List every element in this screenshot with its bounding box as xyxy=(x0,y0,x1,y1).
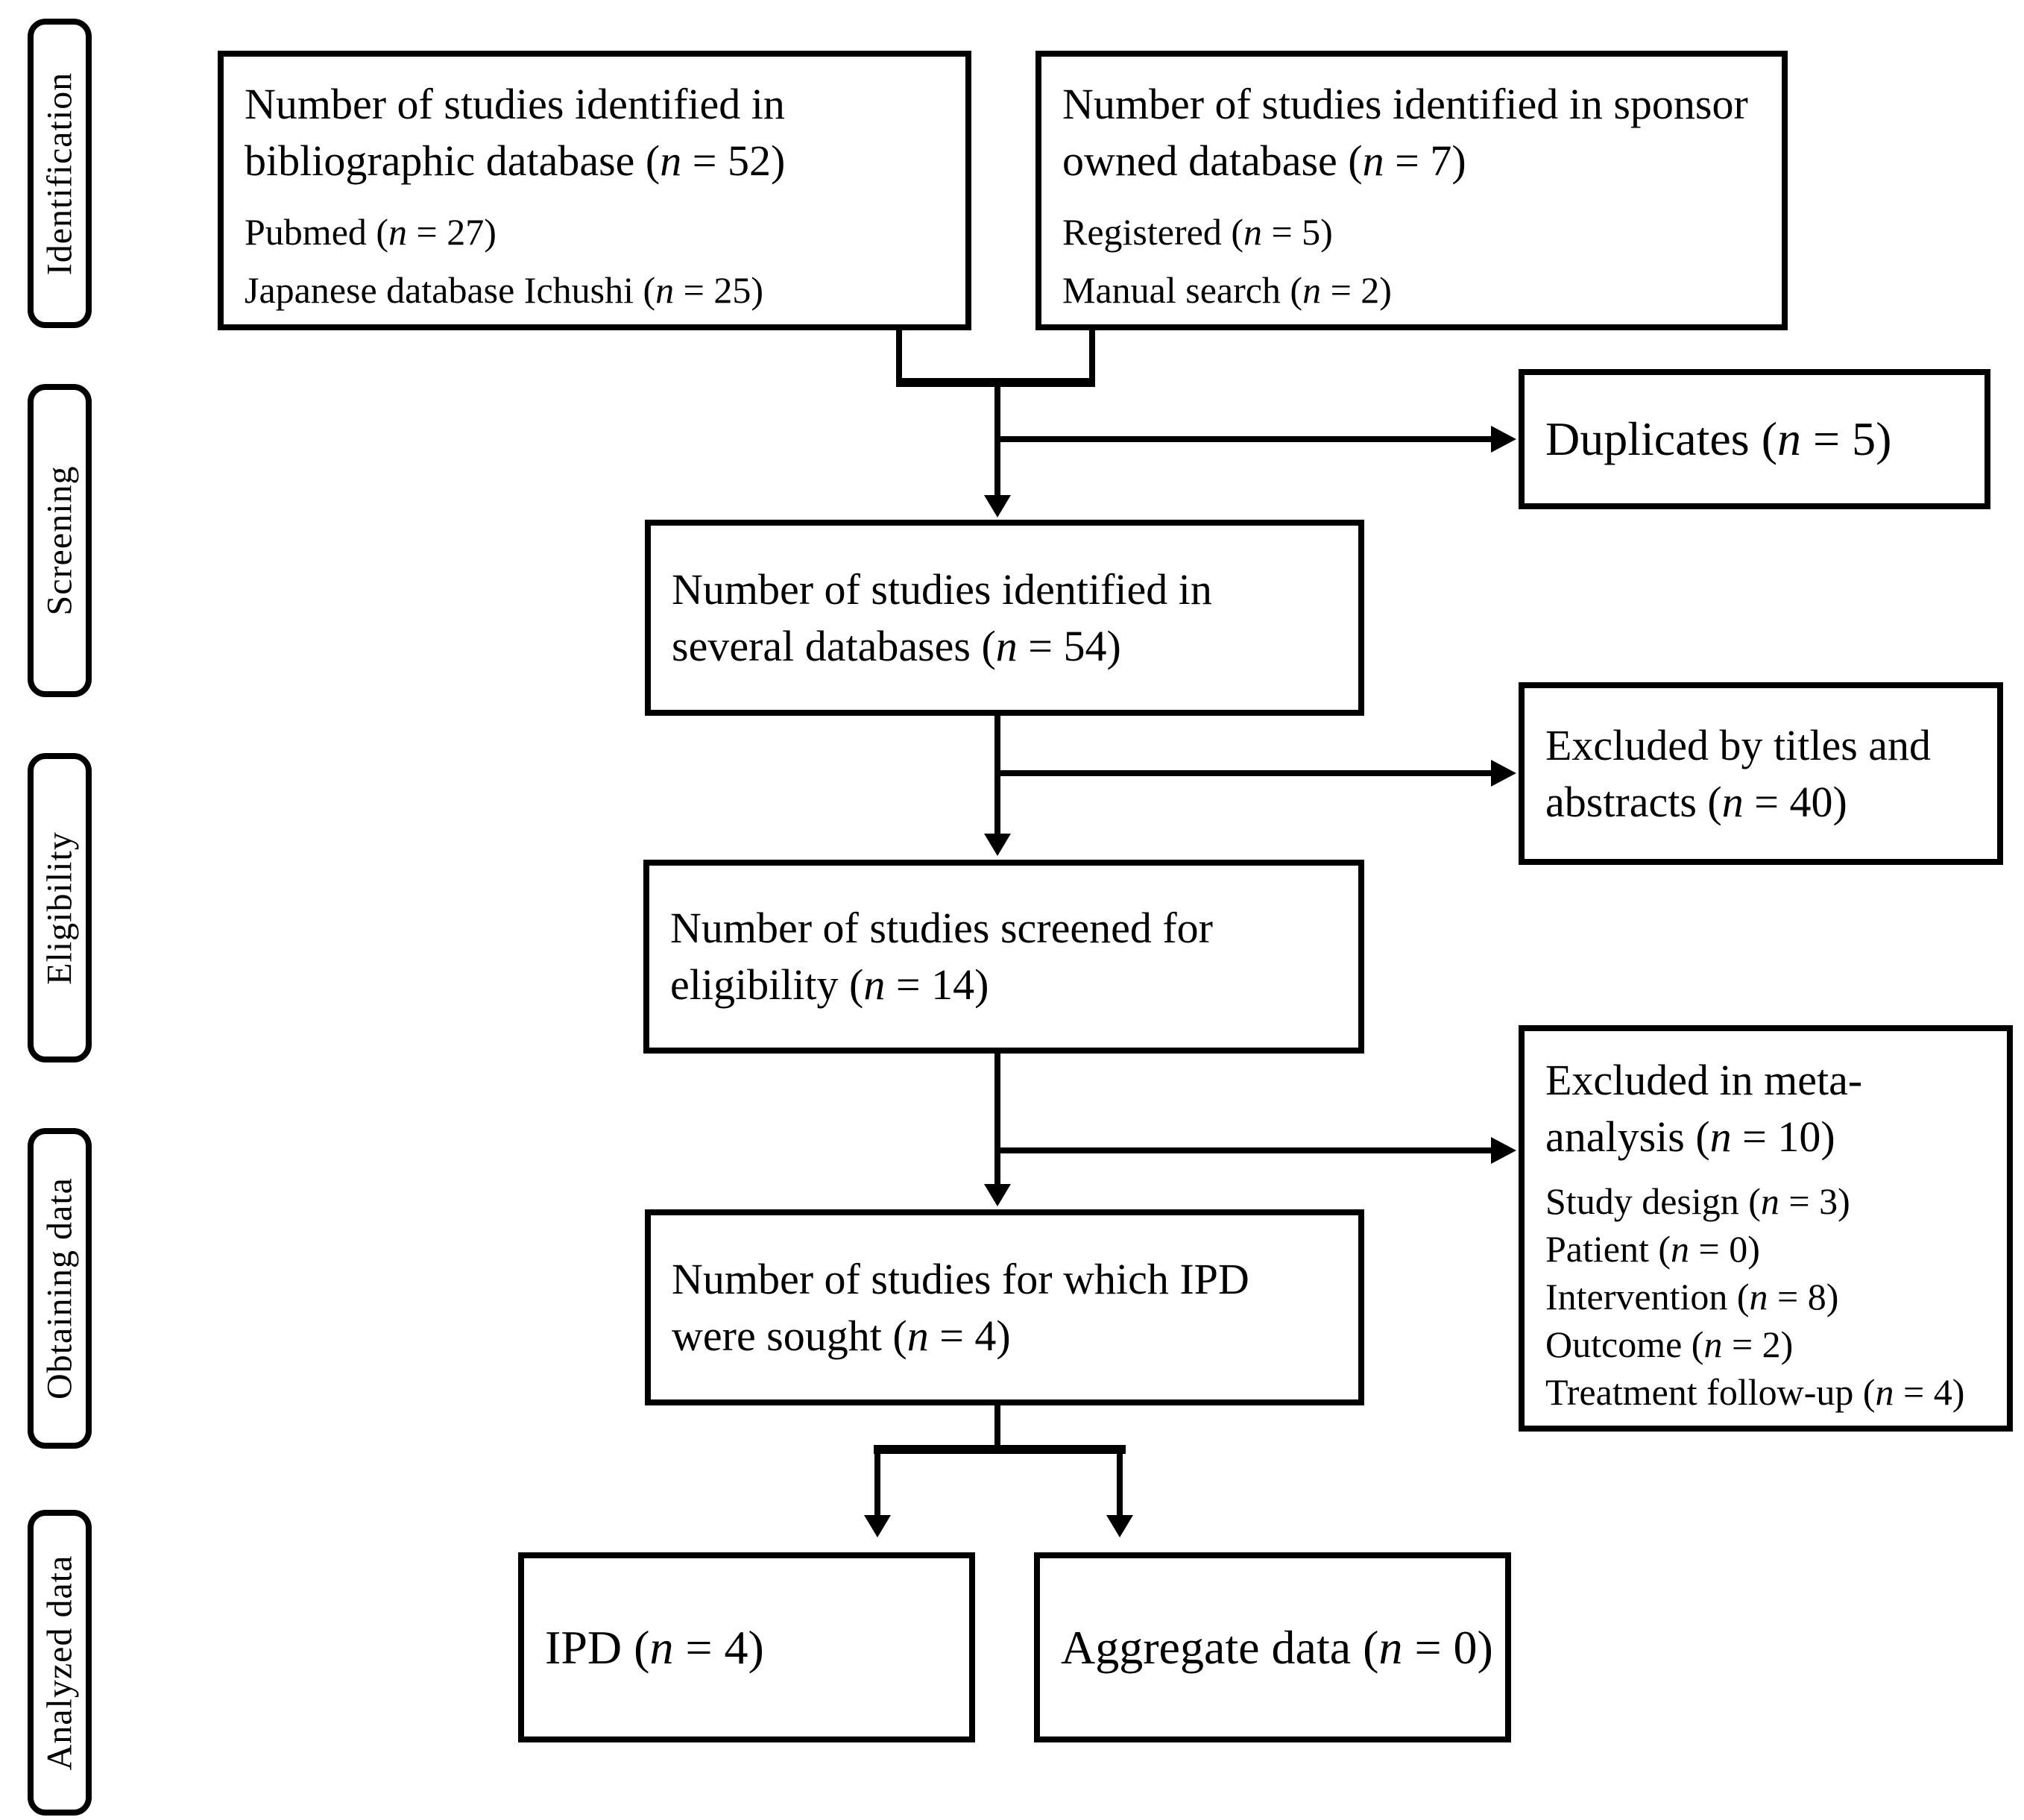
box-excluded-meta-item-study-design: Study design (n = 3) xyxy=(1545,1180,1850,1222)
connector-to-excluded-titles-horizontal xyxy=(997,770,1491,776)
connector-merge-bar xyxy=(896,378,1095,387)
arrowhead-to-screened-box xyxy=(984,834,1011,856)
box-several-line2: several databases (n = 54) xyxy=(672,621,1121,670)
box-excluded-meta-item-intervention: Intervention (n = 8) xyxy=(1545,1276,1839,1317)
arrowhead-to-ipd-sought-box xyxy=(984,1184,1011,1206)
box-ipd-sought-line1: Number of studies for which IPD xyxy=(672,1254,1249,1303)
stage-eligibility-label: Eligibility xyxy=(40,831,80,985)
box-bibliographic-line1: Number of studies identified in xyxy=(245,80,785,128)
box-aggregate-data: Aggregate data (n = 0) xyxy=(1034,1552,1511,1742)
arrowhead-to-ipd-box xyxy=(864,1515,891,1537)
connector-to-ipd-vertical xyxy=(874,1454,880,1515)
box-excluded-titles: Excluded by titles and abstracts (n = 40… xyxy=(1519,682,2003,865)
arrowhead-to-excluded-meta-box xyxy=(1491,1137,1516,1164)
connector-to-excluded-meta-horizontal xyxy=(997,1147,1491,1153)
stage-identification: Identification xyxy=(28,19,92,328)
stage-screening-label: Screening xyxy=(40,465,80,616)
box-sponsor-line2: owned database (n = 7) xyxy=(1062,136,1466,185)
box-bibliographic-line2: bibliographic database (n = 52) xyxy=(245,136,786,185)
box-bibliographic-database: Number of studies identified in bibliogr… xyxy=(218,51,971,330)
connector-split-stem-vertical xyxy=(994,1405,1000,1446)
box-bibliographic-item-ichushi: Japanese database Ichushi (n = 25) xyxy=(245,269,764,311)
box-excluded-titles-line1: Excluded by titles and xyxy=(1545,720,1932,769)
connector-to-aggregate-vertical xyxy=(1117,1454,1123,1515)
box-duplicates-text: Duplicates (n = 5) xyxy=(1545,412,1892,465)
box-several-line1: Number of studies identified in xyxy=(672,564,1212,614)
box-sponsor-database: Number of studies identified in sponsor … xyxy=(1035,51,1788,330)
connector-to-duplicates-horizontal xyxy=(997,436,1491,442)
arrowhead-to-aggregate-box xyxy=(1106,1515,1133,1537)
arrowhead-to-excluded-titles-box xyxy=(1491,760,1516,787)
box-excluded-meta-item-patient: Patient (n = 0) xyxy=(1545,1228,1760,1270)
stage-obtaining-data: Obtaining data xyxy=(28,1128,92,1449)
box-excluded-meta-item-treatment-followup: Treatment follow-up (n = 4) xyxy=(1545,1371,1965,1413)
box-sponsor-item-manual-search: Manual search (n = 2) xyxy=(1062,269,1392,311)
box-excluded-meta: Excluded in meta- analysis (n = 10) Stud… xyxy=(1519,1025,2013,1432)
box-bibliographic-item-pubmed: Pubmed (n = 27) xyxy=(245,211,496,253)
arrowhead-to-duplicates-box xyxy=(1491,426,1516,453)
box-sponsor-item-registered: Registered (n = 5) xyxy=(1062,211,1333,253)
box-excluded-meta-line2: analysis (n = 10) xyxy=(1545,1112,1835,1161)
arrowhead-to-several-box xyxy=(984,495,1011,517)
stage-obtaining-data-label: Obtaining data xyxy=(40,1177,80,1399)
box-ipd-text: IPD (n = 4) xyxy=(545,1620,764,1674)
box-ipd-sought: Number of studies for which IPD were sou… xyxy=(645,1209,1364,1405)
connector-merge-left-vertical xyxy=(896,330,902,384)
connector-to-ipd-sought-vertical xyxy=(994,1054,1000,1184)
box-screened-eligibility: Number of studies screened for eligibili… xyxy=(643,860,1364,1054)
box-screened-line2: eligibility (n = 14) xyxy=(670,960,989,1009)
stage-identification-label: Identification xyxy=(40,72,80,275)
box-sponsor-line1: Number of studies identified in sponsor xyxy=(1062,80,1748,128)
connector-merge-right-vertical xyxy=(1089,330,1095,384)
stage-analyzed-data: Analyzed data xyxy=(28,1510,92,1816)
box-duplicates: Duplicates (n = 5) xyxy=(1519,369,1990,509)
box-several-databases: Number of studies identified in several … xyxy=(645,520,1364,716)
box-excluded-titles-line2: abstracts (n = 40) xyxy=(1545,777,1847,826)
box-ipd: IPD (n = 4) xyxy=(518,1552,975,1742)
box-ipd-sought-line2: were sought (n = 4) xyxy=(672,1311,1011,1360)
stage-eligibility: Eligibility xyxy=(28,753,92,1062)
box-excluded-meta-item-outcome: Outcome (n = 2) xyxy=(1545,1323,1794,1365)
box-aggregate-text: Aggregate data (n = 0) xyxy=(1061,1620,1493,1674)
connector-split-bar xyxy=(874,1445,1126,1454)
box-screened-line1: Number of studies screened for xyxy=(670,904,1213,952)
stage-analyzed-data-label: Analyzed data xyxy=(40,1555,80,1771)
stage-screening: Screening xyxy=(28,384,92,697)
box-excluded-meta-line1: Excluded in meta- xyxy=(1545,1056,1863,1104)
